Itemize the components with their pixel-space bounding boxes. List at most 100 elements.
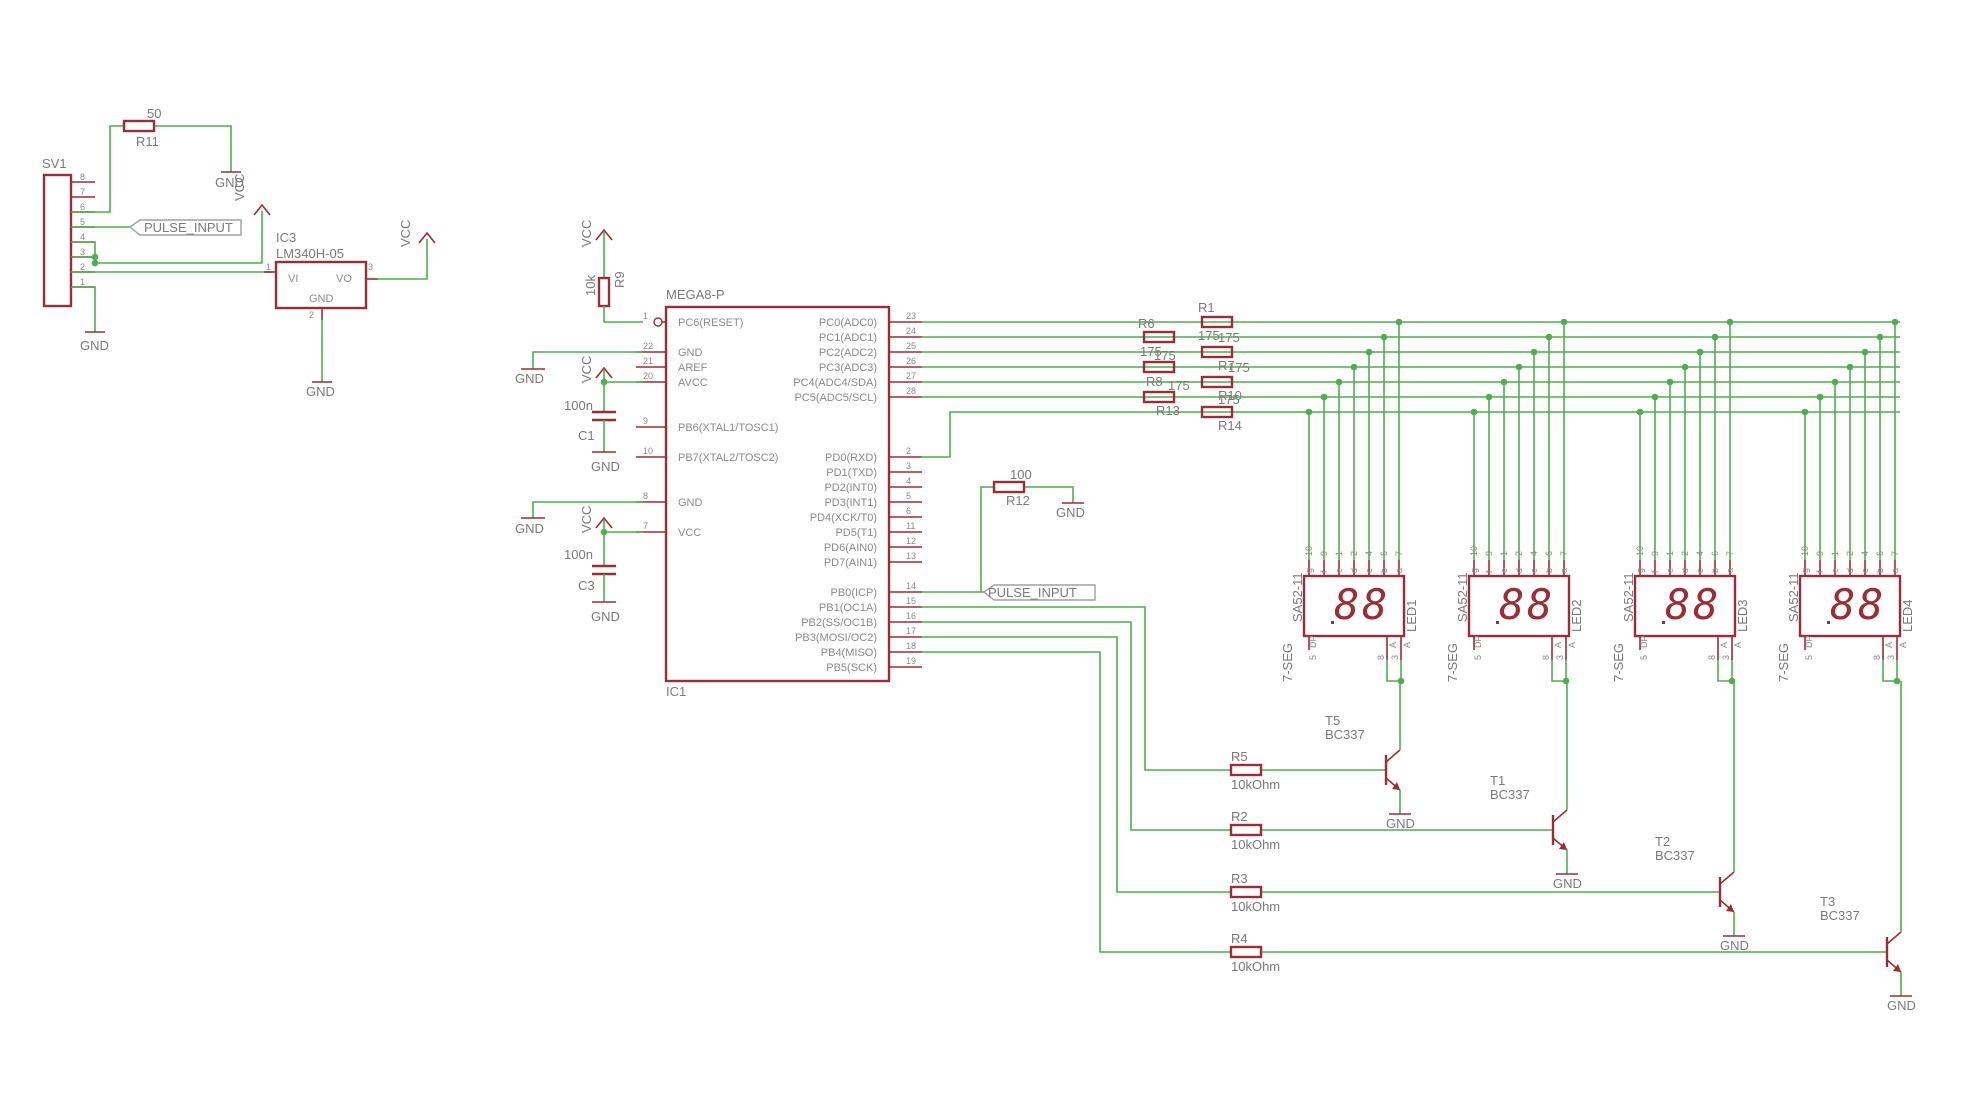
junction	[1397, 677, 1405, 685]
emitter-arrow	[1893, 964, 1901, 972]
led-top-pin-seg: d	[1514, 568, 1524, 573]
ic1-left-pin-number: 20	[643, 371, 653, 381]
junction	[1711, 333, 1719, 341]
junction	[1816, 393, 1824, 401]
gnd-label: GND	[515, 521, 544, 536]
junction	[1500, 378, 1508, 386]
ic3-pin2: 2	[309, 310, 314, 320]
r9-name: R9	[612, 271, 627, 288]
ic1-right-pin-number: 6	[906, 506, 911, 516]
resistor-value: 10kOhm	[1231, 777, 1280, 792]
sv1-pin-number: 5	[80, 217, 85, 227]
led-top-pin-number: 1	[1830, 551, 1840, 556]
vcc-label: VCC	[579, 356, 594, 383]
vcc-symbol: VCC	[398, 220, 436, 247]
led-top-pin-seg: d	[1349, 568, 1359, 573]
microcontroller-ic1: MEGA8-P IC1 1PC6(RESET)22GND21AREF20AVCC…	[636, 287, 922, 699]
junction	[1530, 348, 1538, 356]
resistor-name: R14	[1218, 418, 1242, 433]
r11-name: R11	[136, 134, 159, 149]
emitter-arrow	[1726, 904, 1734, 912]
ic1-left-pin-number: 1	[643, 311, 648, 321]
led-top-pin-number: 9	[1650, 551, 1660, 556]
resistor-value: 175	[1140, 344, 1162, 359]
wire	[922, 651, 1231, 953]
ic1-left-pin-name: VCC	[678, 527, 701, 539]
ic1-right-pin-name: PD1(TXD)	[826, 467, 877, 479]
junction	[1831, 378, 1839, 386]
led-top-pin-number: 2	[1514, 551, 1524, 556]
segment-bus	[922, 318, 1900, 560]
led-model: SA52-11	[1455, 572, 1470, 622]
sv1-pin-number: 6	[80, 202, 85, 212]
ic3-name: IC3	[276, 230, 296, 245]
wire	[1551, 660, 1566, 682]
resistor-name: R3	[1231, 871, 1248, 886]
gnd-symbol: GND	[1553, 873, 1582, 891]
resistor-body	[1142, 360, 1176, 374]
ic1-right-pin-number: 24	[906, 326, 916, 336]
led-pin-label: A	[1388, 642, 1398, 648]
vcc-label: VCC	[232, 174, 247, 201]
ic3-value: LM340H-05	[276, 246, 344, 261]
ic1-right-pin-name: PC5(ADC5/SCL)	[794, 392, 877, 404]
led-top-pin-number: 10	[1635, 546, 1645, 556]
gnd-label: GND	[215, 175, 244, 190]
junction	[1651, 393, 1659, 401]
wire	[922, 636, 1231, 893]
led-pin-label: DP	[1804, 635, 1814, 648]
transistor-name: T3	[1820, 894, 1835, 909]
ic3-pin3: 3	[368, 262, 373, 272]
c3-value: 100n	[564, 547, 593, 562]
led-model-prefix: 7-SEG	[1445, 643, 1460, 682]
transistor-name: T5	[1325, 713, 1340, 728]
gnd-symbol: GND	[1056, 502, 1085, 520]
gnd-symbol: GND	[1386, 813, 1415, 831]
junction	[1320, 393, 1328, 401]
wire	[1386, 660, 1401, 682]
gnd-symbol: GND	[215, 171, 244, 190]
led-pin-number: 5	[1308, 655, 1318, 660]
ic1-left-pin-number: 7	[643, 521, 648, 531]
resistor-name: R2	[1231, 809, 1248, 824]
vcc-symbol: VCC	[579, 356, 613, 383]
sv1-pin-number: 7	[80, 187, 85, 197]
transistor-name: T2	[1655, 834, 1670, 849]
led-digit: 8	[1362, 580, 1387, 629]
ic1-right-pin-number: 26	[906, 356, 916, 366]
led-dp	[1827, 621, 1830, 624]
junction	[1861, 348, 1869, 356]
led-top-pin-number: 1	[1499, 551, 1509, 556]
vcc-symbol: VCC	[579, 220, 613, 247]
ic1-left-pin-number: 10	[643, 446, 653, 456]
junction	[1470, 408, 1478, 416]
ic1-right-pin-name: PD3(INT1)	[824, 497, 877, 509]
led-top-pin-seg: f	[1815, 570, 1825, 573]
led-digit: 8	[1858, 580, 1883, 629]
wire	[922, 606, 1231, 771]
transistor-collector	[1552, 809, 1568, 823]
gnd-symbol: GND	[591, 451, 620, 474]
vcc-label: VCC	[579, 220, 594, 247]
led-top-pin-seg: g	[1800, 568, 1810, 573]
led-top-pin-number: 9	[1815, 551, 1825, 556]
led-top-pin-number: 1	[1665, 551, 1675, 556]
ic1-left-pin-name: PC6(RESET)	[678, 317, 743, 329]
led-pin-number: 3	[1886, 655, 1896, 660]
led-top-pin-seg: a	[1394, 568, 1404, 573]
ic1-right-pin-number: 18	[906, 641, 916, 651]
led-top-pin-seg: b	[1544, 568, 1554, 573]
ic1-right-pin-name: PC3(ADC3)	[819, 362, 877, 374]
ic1-left-pin-number: 22	[643, 341, 653, 351]
resistor-value: 175	[1218, 330, 1240, 345]
led-dp	[1331, 621, 1334, 624]
ic1-right-pin-number: 2	[906, 446, 911, 456]
ic1-left-pins: 1PC6(RESET)22GND21AREF20AVCC9PB6(XTAL1/T…	[636, 311, 778, 539]
ic1-right-pin-number: 25	[906, 341, 916, 351]
ic1-left-pin-name: AVCC	[678, 377, 708, 389]
ic1-left-pin-name: GND	[678, 347, 703, 359]
led-top-pin-number: 4	[1860, 551, 1870, 556]
